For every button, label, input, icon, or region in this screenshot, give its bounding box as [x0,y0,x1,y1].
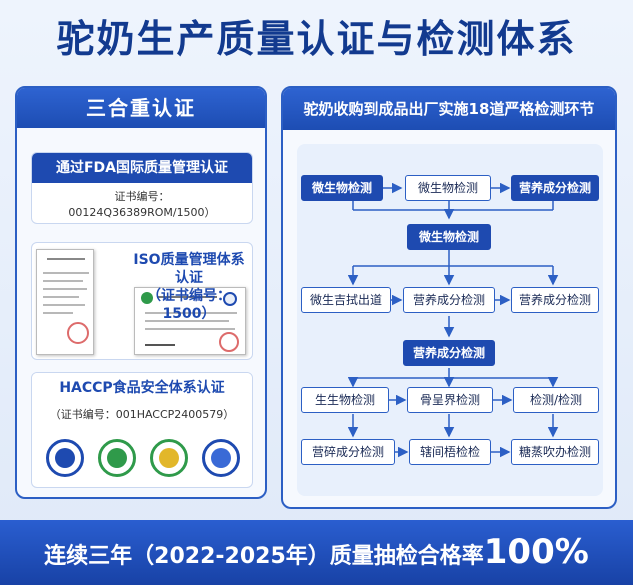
quality-rate-banner: 连续三年（2022-2025年）质量抽检合格率100% [0,520,633,585]
flow-step: 检测/检测 [513,387,599,413]
iso-heading: ISO质量管理体系认证 （证书编号：1500） [128,251,250,323]
iso-card: ISO质量管理体系认证 （证书编号：1500） [31,242,253,360]
certification-badge-icon [202,439,240,477]
certification-badge-icon [46,439,84,477]
flow-step: 微生吉拭出道 [301,287,391,313]
iso-cert-number: （证书编号：1500） [147,288,231,322]
flow-step: 骨呈界检测 [407,387,493,413]
iso-certificate-image-right [134,287,246,355]
inspection-panel-heading: 驼奶收购到成品出厂实施18道严格检测环节 [283,88,615,130]
flow-step: 微生物检测 [301,175,383,201]
flow-step: 营养成分检测 [403,287,495,313]
quality-rate-text: 连续三年（2022-2025年）质量抽检合格率100% [0,520,633,585]
fda-card: 通过FDA国际质量管理认证 证书编号： 00124Q36389ROM/1500） [31,152,253,224]
flow-arrows [347,182,559,458]
certification-panel: 三合重认证 通过FDA国际质量管理认证 证书编号： 00124Q36389ROM… [15,86,267,499]
flow-step: 生生物检测 [301,387,389,413]
certification-panel-heading: 三合重认证 [17,88,265,128]
inspection-flowchart: 微生物检测 微生物检测 营养成分检测 微生物检测 微生吉拭出道 营养成分检测 营… [297,144,603,496]
iso-certificate-image-left [36,249,94,355]
flow-step: 糖蒸吹办检测 [511,439,599,465]
page-title: 驼奶生产质量认证与检测体系 [56,17,577,61]
iso-heading-text: ISO质量管理体系认证 [133,252,245,286]
flow-step: 营碎成分检测 [301,439,395,465]
quality-rate-label: 连续三年（2022-2025年）质量抽检合格率 [44,544,484,569]
haccp-card: HACCP食品安全体系认证 （证书编号：001HACCP2400579） [31,372,253,488]
fda-heading: 通过FDA国际质量管理认证 [32,153,252,183]
flow-step: 营养成分检测 [511,175,599,201]
certification-badge-icon [98,439,136,477]
fda-cert-label: 证书编号： [114,190,170,203]
inspection-panel: 驼奶收购到成品出厂实施18道严格检测环节 [281,86,617,509]
quality-rate-value: 100% [483,532,589,572]
flow-step: 营养成分检测 [511,287,599,313]
flow-step: 微生物检测 [407,224,491,250]
fda-cert-number: 00124Q36389ROM/1500） [68,206,216,219]
flow-step: 辖间梧检检 [409,439,491,465]
haccp-cert-number: （证书编号：001HACCP2400579） [49,408,235,421]
flow-step: 营养成分检测 [403,340,495,366]
haccp-heading: HACCP食品安全体系认证 [32,373,252,401]
flow-step: 微生物检测 [405,175,491,201]
certification-badge-icon [150,439,188,477]
